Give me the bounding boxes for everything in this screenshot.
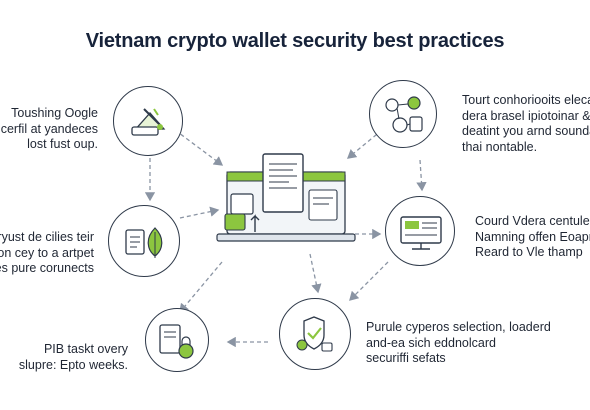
caption-mid-right: Courd Vdera centule Namning offen Eoapm …: [475, 214, 590, 261]
arrow-midleft-to-bottomleft: [179, 261, 223, 313]
caption-line: deatint you arnd soundar: [462, 124, 590, 138]
tablet-lock-icon: [159, 324, 194, 359]
caption-line: on cey to a artpet: [0, 245, 94, 260]
caption-line: thai nontable.: [462, 139, 538, 154]
caption-top-left: Toushing Oogle cerfil at yandeces lost f…: [1, 106, 98, 153]
caption-top-right: Tourt conhoriooits elecabt dera brasel i…: [462, 93, 590, 155]
connected-devices-icon: [385, 96, 423, 133]
document-leaf-icon: [125, 227, 163, 258]
node-mid-right: [385, 196, 455, 266]
caption-line: PIB taskt overy: [43, 342, 128, 356]
caption-line: dera brasel ipiotoinar & pu: [462, 108, 590, 123]
node-bottom-right: [279, 298, 351, 370]
caption-bottom-right: Purule cyperos selection, loaderd and-ea…: [366, 320, 551, 367]
arrow-center-to-bottomright: [309, 253, 322, 294]
diagram-title: Vietnam crypto wallet security best prac…: [85, 30, 505, 52]
caption-line: es pure corunects: [0, 261, 94, 275]
caption-line: Namning offen Eoapm: [475, 229, 590, 244]
caption-line: Reard to Vle thamp: [475, 245, 583, 259]
caption-line: Tourt conhoriooits elecabt: [462, 93, 590, 107]
caption-line: t cryust de cilies teir: [0, 230, 94, 244]
monitor-icon: [400, 216, 442, 250]
caption-bottom-left: PIB taskt overy slupre: Epto weeks.: [19, 342, 128, 373]
node-top-right: [369, 80, 437, 148]
shield-check-icon: [296, 316, 333, 352]
caption-mid-left: t cryust de cilies teir on cey to a artp…: [0, 230, 94, 277]
laptop-document-icon: [216, 153, 356, 242]
node-bottom-left: [145, 308, 209, 372]
node-top-left: [113, 86, 183, 156]
arrow-midright-to-bottomright: [349, 261, 389, 301]
wallet-pen-icon: [131, 108, 166, 136]
caption-line: lost fust oup.: [27, 137, 98, 151]
caption-line: securiffi sefats: [366, 351, 446, 365]
caption-line: Toushing Oogle: [11, 106, 98, 120]
caption-line: Courd Vdera centule: [475, 214, 590, 228]
arrow-topleft-to-center: [174, 129, 224, 166]
caption-line: Purule cyperos selection, loaderd: [366, 320, 551, 334]
caption-line: cerfil at yandeces: [0, 121, 98, 136]
node-mid-left: [108, 205, 180, 277]
caption-line: slupre: Epto weeks.: [18, 357, 128, 372]
central-wallet-illustration: [205, 150, 365, 246]
caption-line: and-ea sich eddnolcard: [366, 335, 496, 350]
arrow-topright-to-midright: [416, 159, 427, 192]
